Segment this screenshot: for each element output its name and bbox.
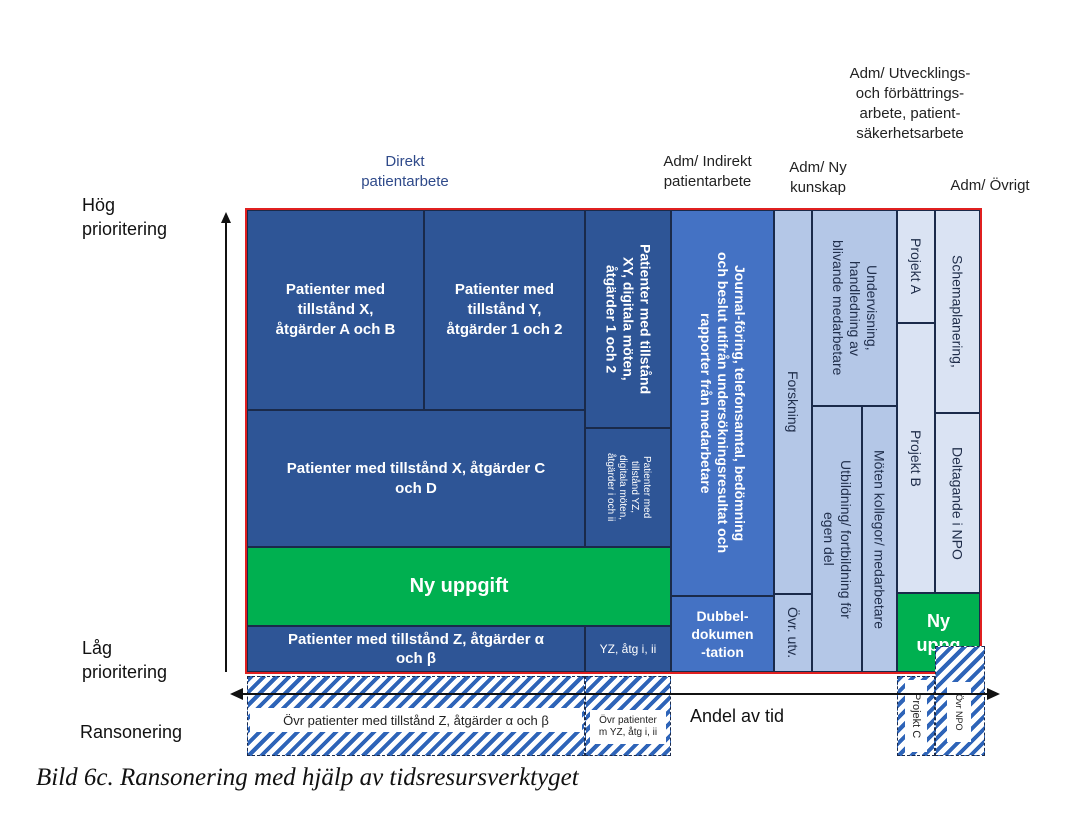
block-meetings-text: Möten kollegor/ medarbetare [871,449,888,629]
label-low-priority: Låg prioritering [82,638,168,682]
block-patients-xy-digital-text: Patienter med tillstånd XY, digitala möt… [603,243,654,395]
block-patients-x-cd-text: Patienter med tillstånd X, åtgärder C oc… [286,459,546,497]
time-share-arrow [230,688,1000,700]
rationed-z-label: Övr patienter med tillstånd Z, åtgärder … [250,708,582,732]
block-npo-text: Deltagande i NPO [949,446,966,560]
block-education: Utbildning/ fortbildning för egen del [812,406,862,672]
block-new-task-text: Ny uppgift [409,575,509,597]
block-project-b: Projekt B [897,323,935,593]
rationed-project-c-label: Projekt C [905,680,927,752]
header-other: Adm/ Övrigt [950,177,1030,194]
block-education-text: Utbildning/ fortbildning för egen del [821,459,854,619]
block-journal-text: Journal-föring, telefonsamtal, bedömning… [698,252,748,554]
block-double-documentation-text: Dubbel- dokumen -tation [691,608,754,660]
block-teaching-text: Undervisning, handledning av blivande me… [830,240,880,376]
header-development-work: Adm/ Utvecklings- och förbättrings- arbe… [849,65,971,142]
block-patients-x-cd: Patienter med tillstånd X, åtgärder C oc… [247,410,585,547]
block-patients-y-12-text: Patienter med tillstånd Y, åtgärder 1 oc… [446,281,563,338]
block-patients-yz-digital: Patienter med tillstånd YZ, digitala möt… [585,428,671,547]
rationed-npo-text: Övr NPO [954,693,964,731]
label-rationing: Ransonering [80,722,183,742]
block-project-a-text: Projekt A [908,238,924,295]
block-patients-z-alpha-beta-text: Patienter med tillstånd Z, åtgärder α oc… [288,631,544,667]
block-yz-i-ii-text: YZ, åtg i, ii [599,642,657,656]
block-meetings: Möten kollegor/ medarbetare [862,406,897,672]
block-patients-z-alpha-beta: Patienter med tillstånd Z, åtgärder α oc… [247,626,585,672]
block-journal: Journal-föring, telefonsamtal, bedömning… [671,210,774,596]
block-patients-x-ab-text: Patienter med tillstånd X, åtgärder A oc… [275,281,396,338]
block-patients-x-ab: Patienter med tillstånd X, åtgärder A oc… [247,210,424,410]
block-npo: Deltagande i NPO [935,413,980,593]
rationed-yz-label-text: Övr patienter m YZ, åtg i, ii [598,715,658,738]
priority-frame [245,208,982,674]
block-project-b-text: Projekt B [908,429,924,487]
block-teaching: Undervisning, handledning av blivande me… [812,210,897,406]
rationed-project-c-text: Projekt C [910,693,922,739]
block-patients-y-12: Patienter med tillstånd Y, åtgärder 1 oc… [424,210,585,410]
block-yz-i-ii: YZ, åtg i, ii [585,626,671,672]
label-high-priority: Hög prioritering [82,195,168,239]
label-time-share: Andel av tid [690,706,785,726]
header-indirect-patient-work: Adm/ Indirekt patientarbete [663,153,752,190]
rationed-npo-label: Övr NPO [947,682,971,742]
rationed-yz-label: Övr patienter m YZ, åtg i, ii [590,710,666,744]
block-other-development-text: Övr. utv. [785,607,801,659]
block-new-task: Ny uppgift [247,547,671,626]
block-scheduling: Schemaplanering, [935,210,980,413]
block-patients-yz-digital-text: Patienter med tillstånd YZ, digitala möt… [605,453,652,522]
header-new-knowledge: Adm/ Ny kunskap [789,159,847,196]
figure-caption: Bild 6c. Ransonering med hjälp av tidsre… [36,764,579,791]
block-other-development: Övr. utv. [774,594,812,672]
header-direct-patient-work: Direkt patientarbete [361,153,449,190]
priority-arrow [221,212,231,672]
block-scheduling-text: Schemaplanering, [949,255,966,368]
block-project-a: Projekt A [897,210,935,323]
block-research: Forskning [774,210,812,594]
block-patients-xy-digital: Patienter med tillstånd XY, digitala möt… [585,210,671,428]
block-double-documentation: Dubbel- dokumen -tation [671,596,774,672]
block-research-text: Forskning [785,371,801,433]
